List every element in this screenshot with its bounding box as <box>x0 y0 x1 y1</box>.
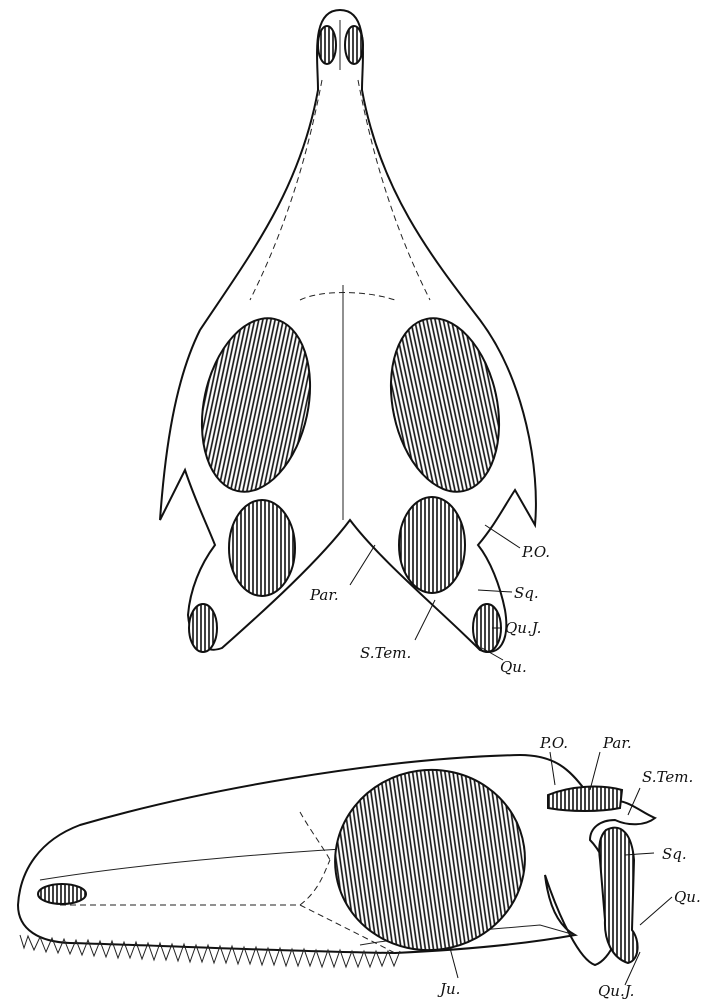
right-nostril <box>345 26 363 64</box>
lateral-parietal <box>548 787 622 811</box>
lateral-label-qu: Qu. <box>674 888 701 906</box>
lateral-nostril <box>38 884 86 904</box>
lateral-label-par: Par. <box>602 734 632 752</box>
dorsal-label-stem: S.Tem. <box>360 644 411 662</box>
dorsal-label-po: P.O. <box>521 543 550 561</box>
lateral-label-quj: Qu.J. <box>598 982 634 999</box>
dorsal-skull-outline <box>160 10 536 652</box>
dorsal-label-quj: Qu.J. <box>505 619 541 637</box>
dorsal-view: P.O. Sq. Par. Qu.J. S.Tem. Qu. <box>160 10 550 676</box>
lateral-view: P.O. Par. S.Tem. Sq. Qu. Qu.J. Ju. <box>18 734 701 999</box>
lateral-label-sq: Sq. <box>662 845 687 863</box>
lateral-label-ju: Ju. <box>437 980 460 998</box>
dorsal-left-temporal-fenestra <box>229 500 295 596</box>
lateral-label-stem: S.Tem. <box>642 768 693 786</box>
dorsal-label-qu: Qu. <box>500 658 527 676</box>
lateral-label-po: P.O. <box>539 734 568 752</box>
dorsal-label-par: Par. <box>309 586 339 604</box>
dorsal-right-temporal-fenestra <box>399 497 465 593</box>
dorsal-label-sq: Sq. <box>514 584 539 602</box>
dorsal-left-quadrate <box>189 604 217 652</box>
left-nostril <box>318 26 336 64</box>
